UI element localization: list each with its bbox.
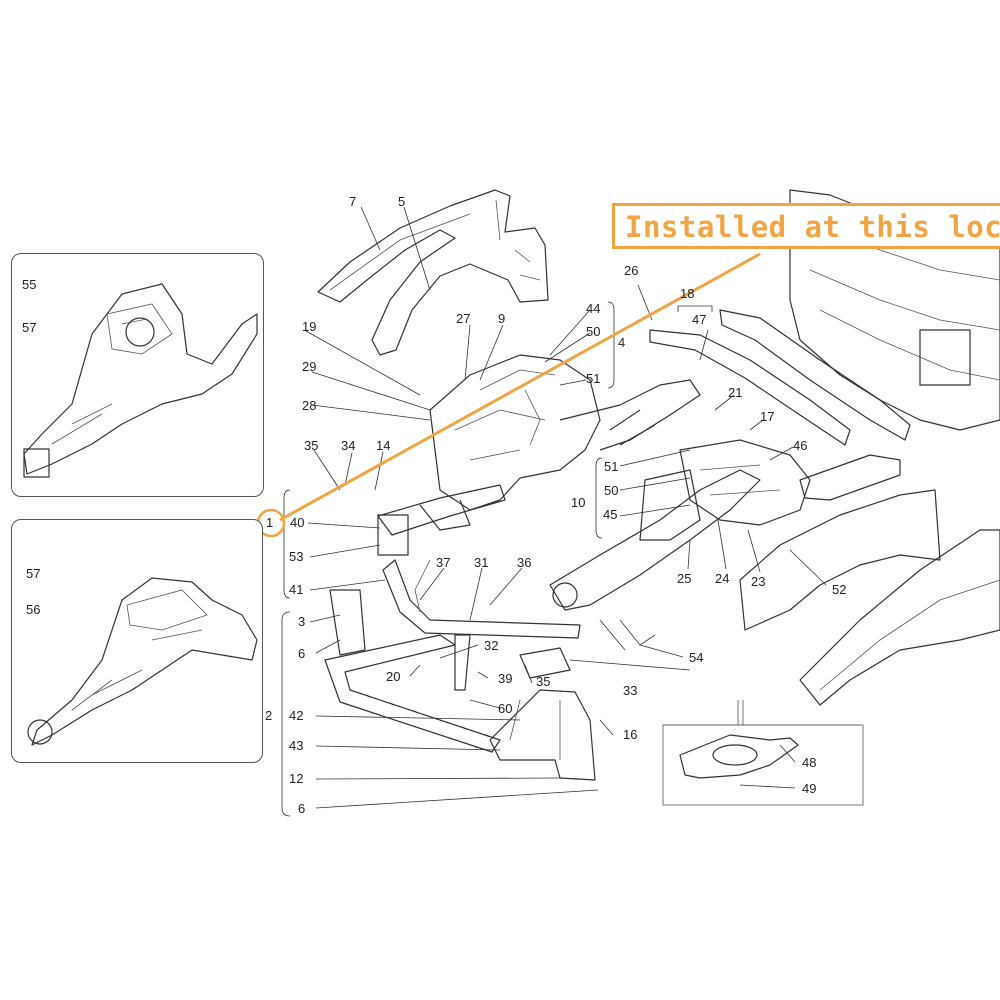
label-39: 39 — [498, 671, 512, 686]
label-52: 52 — [832, 582, 846, 597]
label-3: 3 — [298, 614, 305, 629]
label-51-mid: 51 — [604, 459, 618, 474]
label-51-top: 51 — [586, 371, 600, 386]
label-6-bottom: 6 — [298, 801, 305, 816]
label-44: 44 — [586, 301, 600, 316]
center-frame-rail — [549, 439, 811, 611]
inset-bottom-drawing: 57 56 — [26, 566, 258, 746]
label-10: 10 — [571, 495, 585, 510]
label-5: 5 — [398, 194, 405, 209]
label-16: 16 — [623, 727, 637, 742]
label-21: 21 — [728, 385, 742, 400]
label-26: 26 — [624, 263, 638, 278]
label-23: 23 — [751, 574, 765, 589]
label-43: 43 — [289, 738, 303, 753]
label-14: 14 — [376, 438, 390, 453]
label-53: 53 — [289, 549, 303, 564]
label-1: 1 — [266, 515, 273, 530]
label-55: 55 — [22, 277, 36, 292]
group-brackets — [281, 301, 713, 817]
wheel-arch-panel — [317, 189, 549, 356]
inset-bottom-detail: 57 56 — [11, 519, 263, 763]
upper-side-rail — [649, 309, 911, 446]
label-19: 19 — [302, 319, 316, 334]
label-37: 37 — [436, 555, 450, 570]
left-frame-rail — [377, 484, 506, 556]
label-57-top: 57 — [22, 320, 36, 335]
label-50-top: 50 — [586, 324, 600, 339]
label-49: 49 — [802, 781, 816, 796]
label-35-bottom: 35 — [536, 674, 550, 689]
support-plate — [662, 700, 864, 806]
label-27: 27 — [456, 311, 470, 326]
label-33: 33 — [623, 683, 637, 698]
label-25: 25 — [677, 571, 691, 586]
label-54: 54 — [689, 650, 703, 665]
inset-top-drawing: 55 57 — [22, 277, 258, 478]
strut-tower-assembly — [429, 354, 701, 511]
label-45: 45 — [603, 507, 617, 522]
cross-rail — [382, 559, 581, 639]
label-46: 46 — [793, 438, 807, 453]
installation-callout: Installed at this locat — [612, 203, 1000, 249]
label-57-bottom: 57 — [26, 566, 40, 581]
label-31: 31 — [474, 555, 488, 570]
label-56: 56 — [26, 602, 40, 617]
label-35-top: 35 — [304, 438, 318, 453]
label-17: 17 — [760, 409, 774, 424]
label-9: 9 — [498, 311, 505, 326]
label-36: 36 — [517, 555, 531, 570]
label-48: 48 — [802, 755, 816, 770]
label-18: 18 — [680, 286, 694, 301]
label-2: 2 — [265, 708, 272, 723]
label-29: 29 — [302, 359, 316, 374]
callout-text: Installed at this locat — [625, 210, 1000, 244]
label-4: 4 — [618, 335, 625, 350]
label-50-mid: 50 — [604, 483, 618, 498]
right-fender-apron — [739, 454, 1000, 706]
label-40: 40 — [290, 515, 304, 530]
label-6-top: 6 — [298, 646, 305, 661]
part-labels: 7 5 19 27 9 44 50 4 29 51 28 35 34 14 1 … — [265, 194, 846, 816]
label-7: 7 — [349, 194, 356, 209]
label-41: 41 — [289, 582, 303, 597]
label-28: 28 — [302, 398, 316, 413]
label-60: 60 — [498, 701, 512, 716]
label-12: 12 — [289, 771, 303, 786]
label-47: 47 — [692, 312, 706, 327]
label-42: 42 — [289, 708, 303, 723]
label-32: 32 — [484, 638, 498, 653]
label-20: 20 — [386, 669, 400, 684]
inset-top-detail: 55 57 — [11, 253, 264, 497]
lower-subframe — [324, 589, 596, 781]
label-34: 34 — [341, 438, 355, 453]
label-24: 24 — [715, 571, 729, 586]
